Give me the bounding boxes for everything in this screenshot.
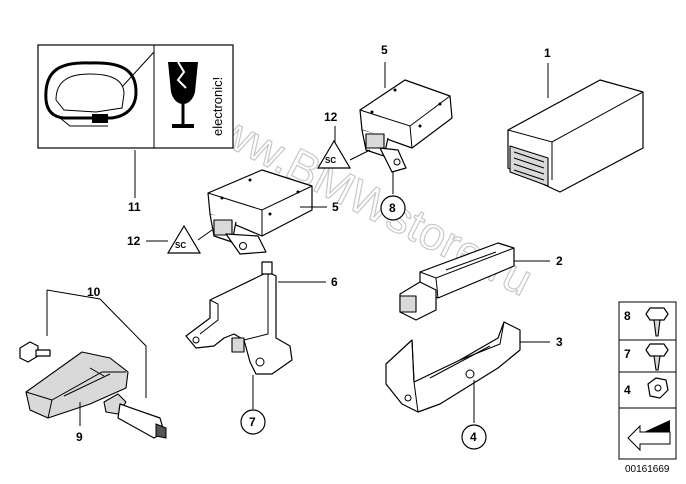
part-10-screw <box>19 341 51 363</box>
callout-9: 9 <box>76 430 83 444</box>
warning-triangle-icon: SC <box>166 224 202 254</box>
legend-row-4: 4 <box>624 383 631 397</box>
callout-4-circled: 4 <box>470 430 477 444</box>
bolt-icon <box>645 343 669 371</box>
callout-7-circle <box>240 409 266 435</box>
callout-4-circle <box>461 424 487 450</box>
part-1-control-unit <box>507 79 644 193</box>
part-2-antenna <box>399 242 515 321</box>
part-5-sensor-module-upper <box>359 79 453 173</box>
svg-text:SC: SC <box>175 241 186 250</box>
legend-row-7: 7 <box>624 347 631 361</box>
callout-1: 1 <box>544 46 551 60</box>
part-6-bracket <box>185 261 293 375</box>
callout-7-circled: 7 <box>249 415 256 429</box>
warning-label-box: electronic! <box>37 44 234 149</box>
callout-6: 6 <box>331 275 338 289</box>
callout-5-lower: 5 <box>332 200 339 214</box>
callout-5-upper: 5 <box>381 43 388 57</box>
part-5-sensor-module-lower <box>207 169 313 255</box>
nut-icon <box>647 377 669 399</box>
callout-3: 3 <box>556 335 563 349</box>
svg-text:SC: SC <box>325 156 336 165</box>
document-id: 00161669 <box>625 464 670 475</box>
legend-row-8: 8 <box>624 309 631 323</box>
part-3-holder <box>385 321 521 413</box>
legend-panel: 8 7 4 <box>618 301 677 460</box>
callout-10: 10 <box>87 285 101 299</box>
callout-12-upper: 12 <box>324 110 338 124</box>
arrow-icon <box>627 420 671 452</box>
part-9-sensor-body <box>25 351 129 419</box>
callout-8-circle <box>380 195 406 221</box>
callout-8-circled: 8 <box>389 201 396 215</box>
part-10-valve <box>103 393 167 439</box>
callout-12-lower: 12 <box>127 234 141 248</box>
warning-triangle-icon: SC <box>316 139 352 169</box>
callout-2: 2 <box>556 254 563 268</box>
tire-cross-section-icon <box>44 61 138 127</box>
bolt-icon <box>645 307 669 337</box>
fragile-glass-icon <box>168 61 198 128</box>
callout-11: 11 <box>128 200 141 214</box>
warning-label-text: electronic! <box>210 77 225 136</box>
